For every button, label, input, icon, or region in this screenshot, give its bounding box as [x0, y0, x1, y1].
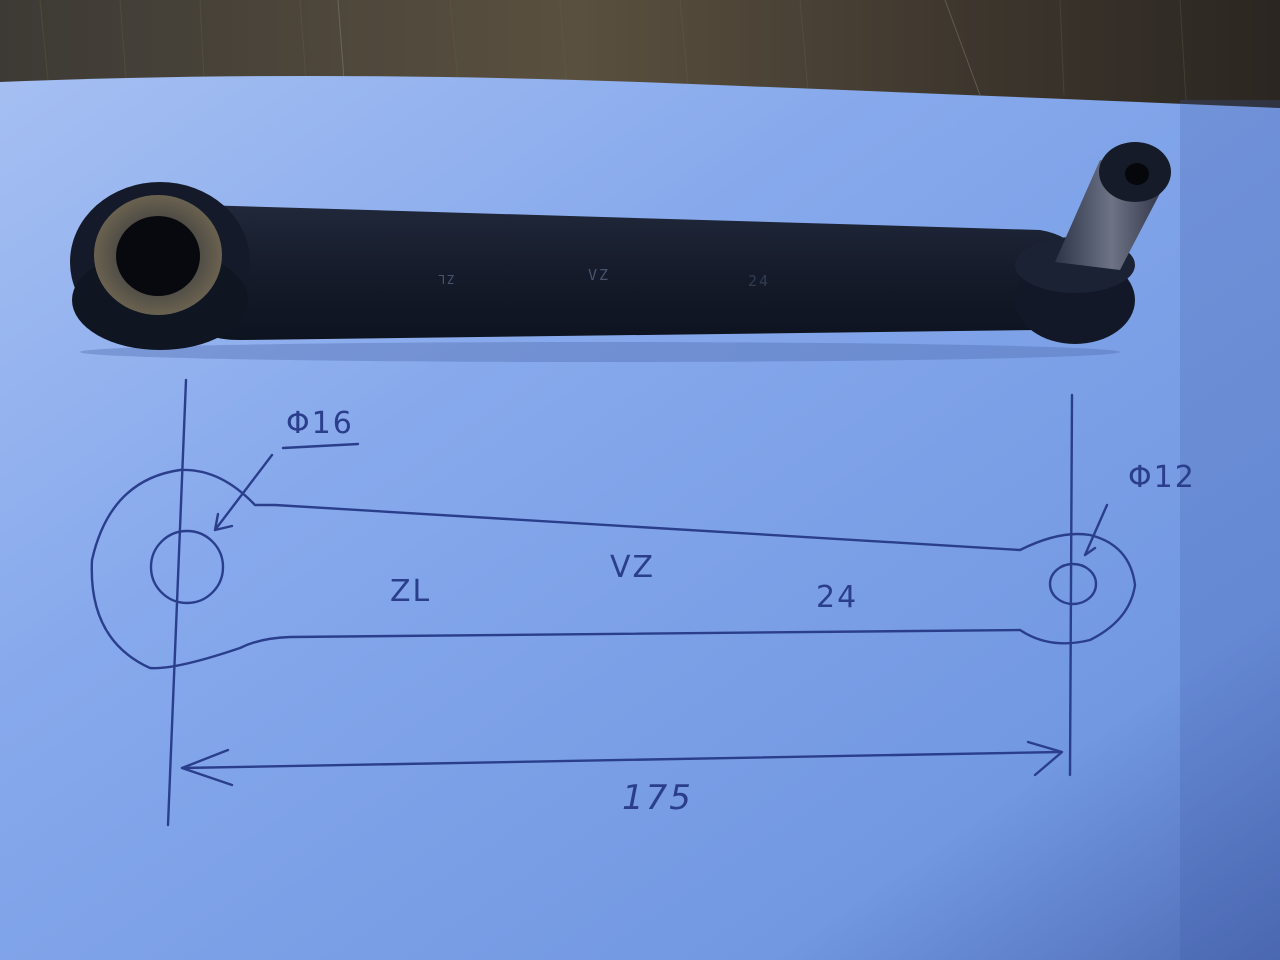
stamp-right: 24 — [748, 272, 771, 290]
dimension-line — [180, 750, 1062, 770]
dimension-arrow-left — [180, 748, 234, 787]
leader-left — [213, 453, 274, 532]
body-label-left: ZL — [390, 574, 432, 609]
paper-vignette — [1180, 100, 1280, 960]
leader-right — [1083, 503, 1109, 557]
right-hole-sketch — [1048, 562, 1098, 606]
center-distance-label: 175 — [622, 778, 693, 818]
center-line-right — [1068, 393, 1074, 777]
right-hole-dimension-label: Φ12 — [1128, 460, 1196, 495]
left-hole-sketch — [149, 529, 225, 605]
stamp-left: ZL — [436, 272, 455, 286]
hand-sketch — [90, 378, 1137, 827]
sketch-outline — [90, 468, 1137, 670]
stamp-center: VZ — [588, 266, 611, 284]
body-label-center: VZ — [610, 550, 656, 585]
leader-left-underline — [281, 442, 360, 450]
wood-grain — [39, 0, 1187, 101]
bushing-bore — [116, 216, 200, 296]
body-label-right: 24 — [816, 580, 859, 615]
dimension-arrow-right — [1026, 740, 1064, 777]
left-hole-dimension-label: Φ16 — [286, 406, 354, 441]
link-arm-part — [70, 142, 1171, 362]
